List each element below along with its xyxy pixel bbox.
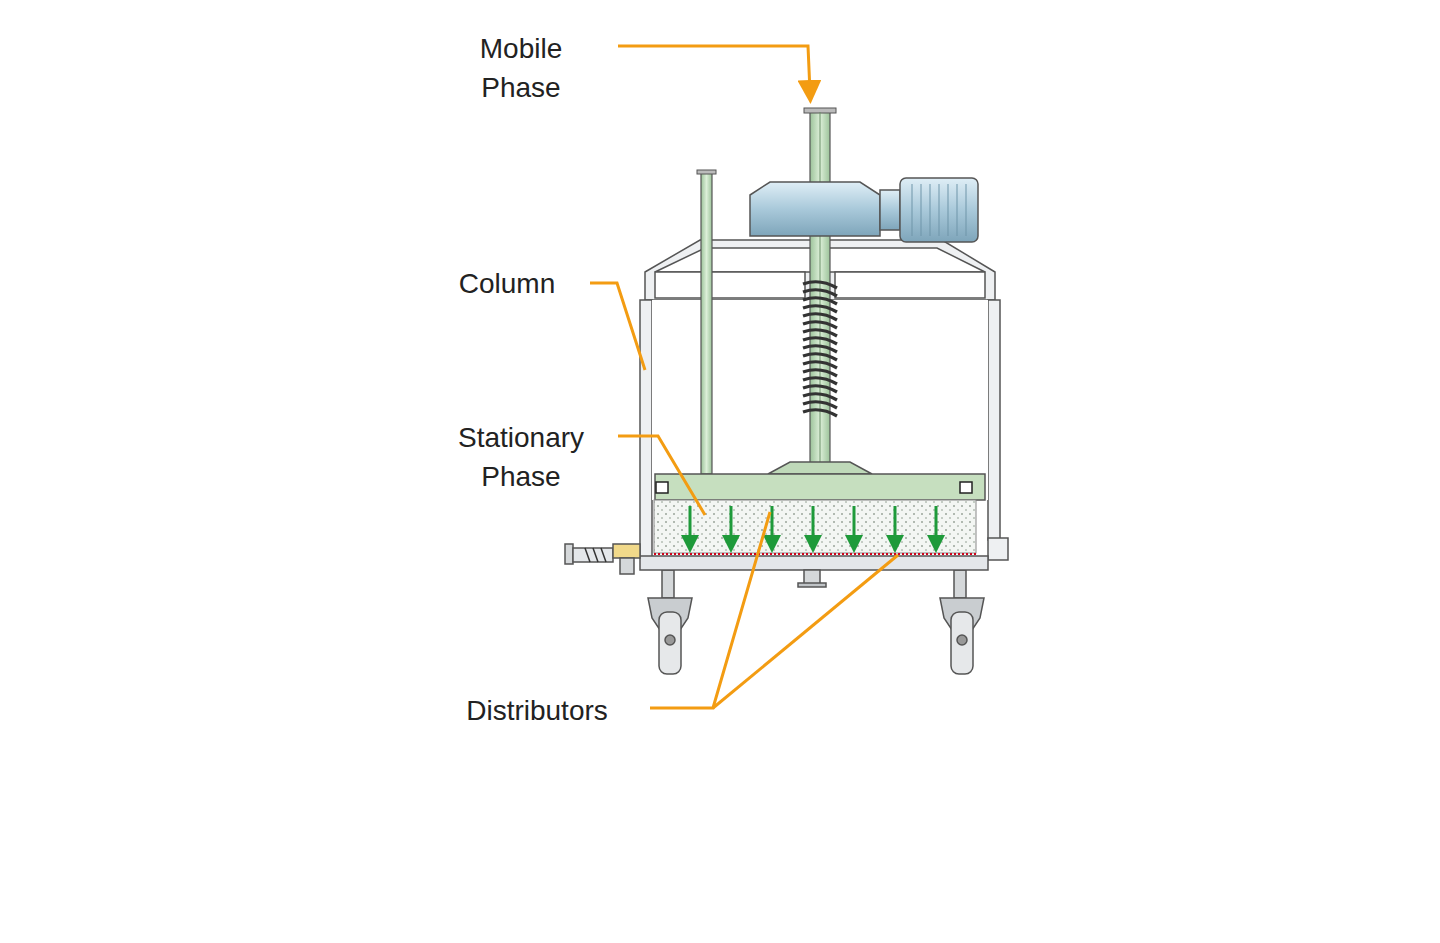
outlet-valve: [565, 544, 640, 574]
flow-arrow: [812, 506, 815, 544]
motor-fin: [939, 184, 940, 236]
flow-arrow: [853, 506, 856, 544]
flow-arrow: [689, 506, 692, 544]
thread-turn: [803, 362, 837, 368]
thread-turn: [803, 402, 837, 408]
part-label: Column: [437, 264, 577, 303]
thread-turn: [803, 306, 837, 312]
piston: [655, 462, 985, 500]
part-label: Mobile Phase: [456, 29, 586, 107]
flow-arrow: [894, 506, 897, 544]
motor-fin: [930, 184, 931, 236]
thread-turn: [803, 282, 837, 288]
flow-arrow: [771, 506, 774, 544]
bottom-distributor: [654, 553, 976, 555]
thread-turn: [803, 338, 837, 344]
thread-turn: [803, 314, 837, 320]
thread-turn: [803, 298, 837, 304]
part-label: Distributors: [437, 691, 637, 730]
motor-fin: [948, 184, 949, 236]
motor-fin: [921, 184, 922, 236]
guide-rod: [701, 172, 712, 474]
motor-fin: [912, 184, 913, 236]
flow-arrow: [730, 506, 733, 544]
flow-arrows: [690, 506, 936, 544]
thread-turn: [803, 346, 837, 352]
thread-turn: [803, 330, 837, 336]
central-shaft: [810, 110, 830, 498]
drive-motor: [750, 178, 978, 242]
thread-turn: [803, 370, 837, 376]
motor-fin: [966, 184, 967, 236]
flow-arrow: [935, 506, 938, 544]
motor-fin: [957, 184, 958, 236]
thread-turn: [803, 410, 837, 416]
thread-turn: [803, 354, 837, 360]
part-label: Stationary Phase: [441, 418, 601, 496]
screw-thread: [803, 282, 837, 416]
rod-cap: [697, 170, 716, 174]
thread-turn: [803, 322, 837, 328]
thread-turn: [803, 290, 837, 296]
leader-lines: [590, 46, 898, 708]
thread-turn: [803, 394, 837, 400]
thread-turn: [803, 386, 837, 392]
thread-turn: [803, 378, 837, 384]
